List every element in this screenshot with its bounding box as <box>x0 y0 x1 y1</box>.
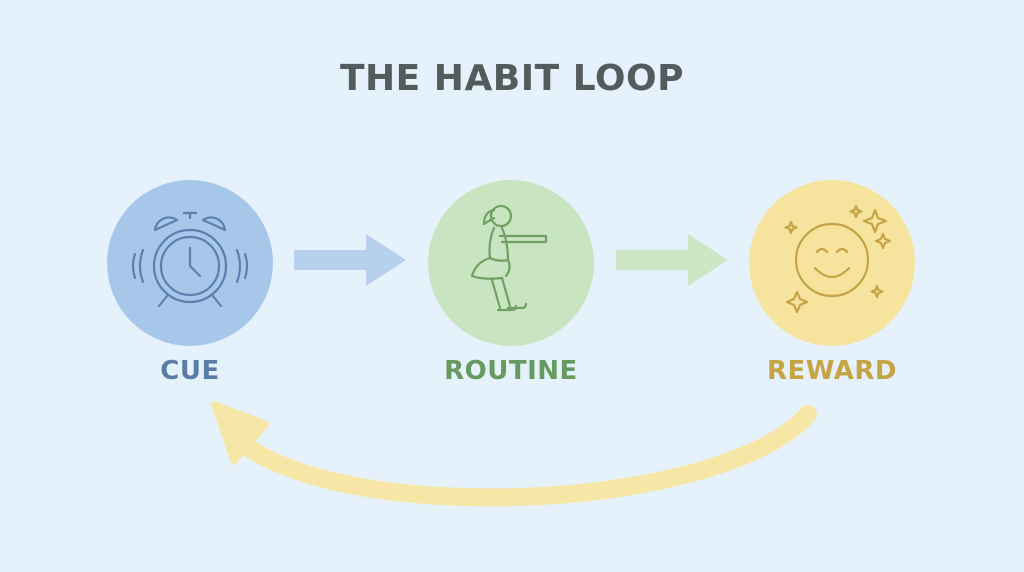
cue-label: CUE <box>160 356 220 386</box>
routine-label: ROUTINE <box>444 356 578 386</box>
arrow-routine-to-reward <box>616 234 728 286</box>
reward-circle <box>749 180 915 346</box>
squat-exercise-icon <box>470 204 548 312</box>
arrow-cue-to-routine <box>294 234 406 286</box>
page-title: THE HABIT LOOP <box>340 58 684 99</box>
routine-circle <box>428 180 594 346</box>
smiley-face-icon <box>784 204 892 314</box>
reward-label: REWARD <box>766 356 898 386</box>
cue-circle <box>107 180 273 346</box>
alarm-clock-icon <box>131 211 249 308</box>
